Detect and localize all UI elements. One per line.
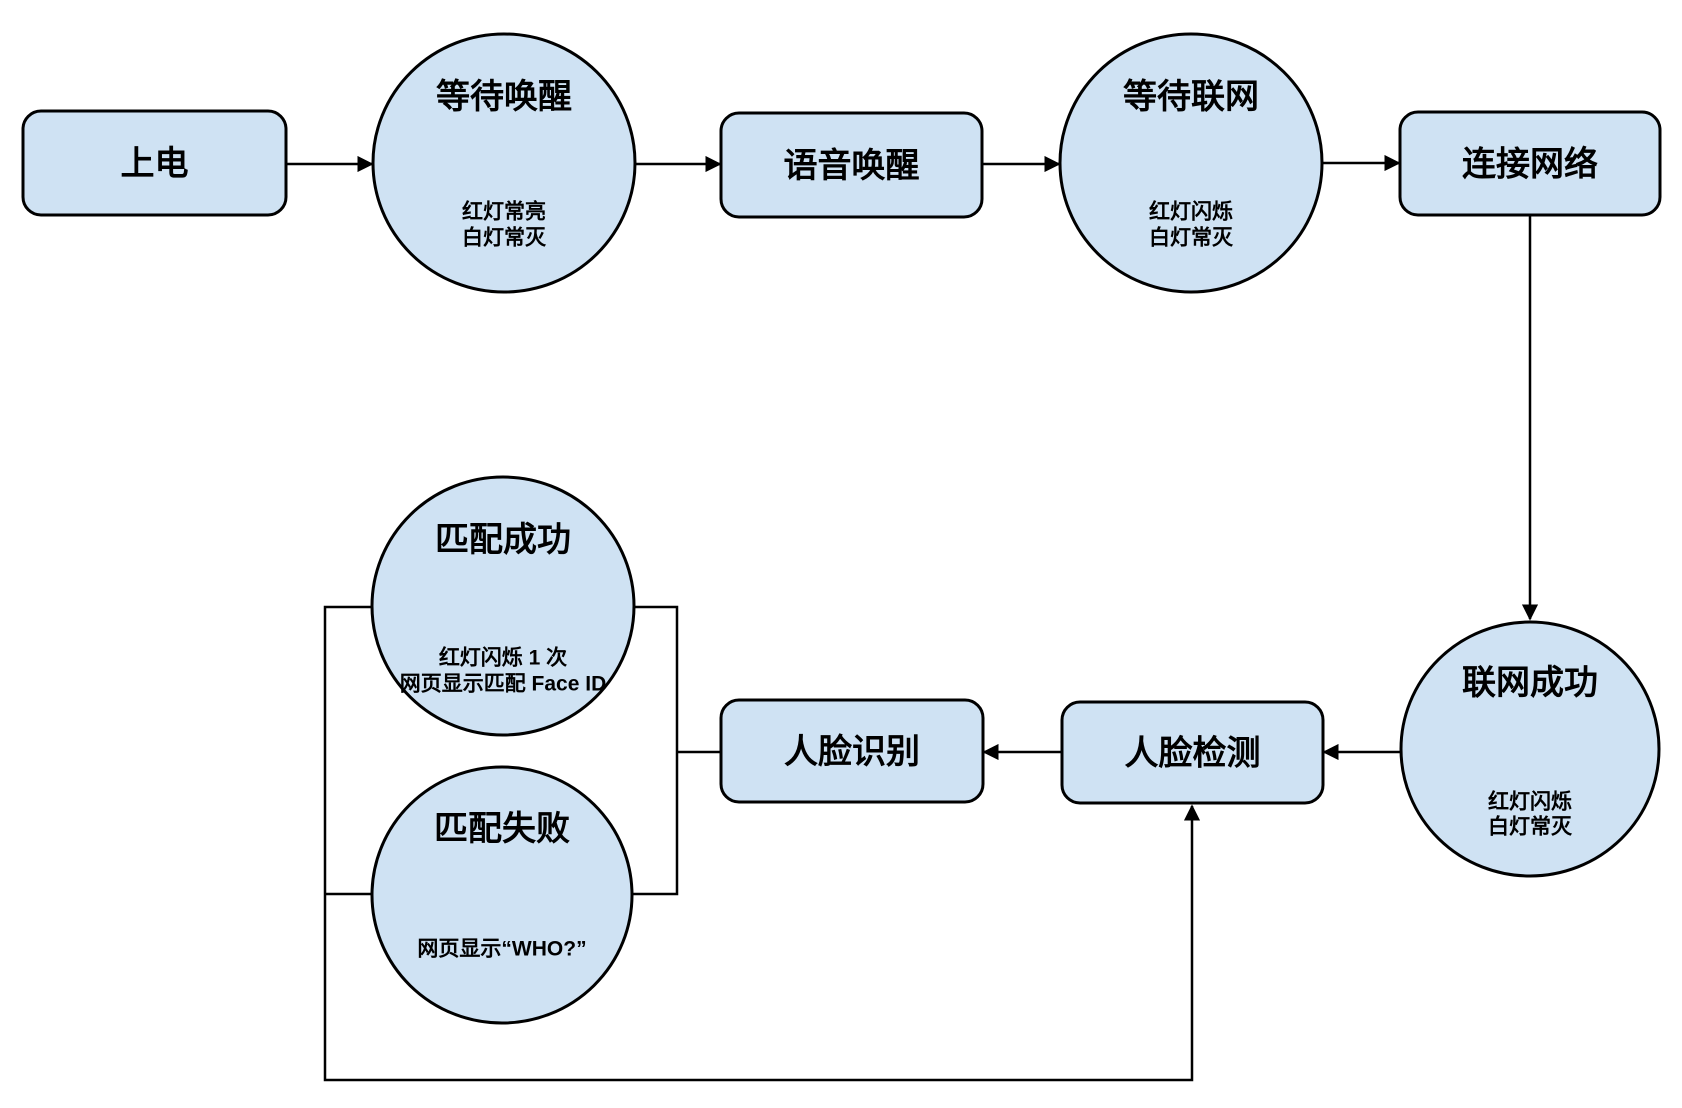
match-fail-shape bbox=[370, 765, 634, 1025]
net-ok-sublabel-1: 白灯常灭 bbox=[1488, 815, 1573, 839]
match-ok-label: 匹配成功 bbox=[435, 521, 571, 559]
node-face-detect: 人脸检测 bbox=[1060, 700, 1325, 805]
bracket-match-results-to-face-recog bbox=[632, 605, 679, 896]
node-face-recog: 人脸识别 bbox=[719, 698, 985, 804]
face-recog-label: 人脸识别 bbox=[784, 733, 920, 771]
wait-net-label: 等待联网 bbox=[1123, 78, 1259, 116]
wait-wake-sublabel-1: 白灯常灭 bbox=[462, 226, 547, 250]
net-ok-shape bbox=[1399, 620, 1661, 878]
wait-net-sublabel-0: 红灯闪烁 bbox=[1149, 200, 1233, 224]
face-detect-shape bbox=[1060, 700, 1325, 805]
wait-net-shape bbox=[1058, 32, 1324, 294]
match-ok-shape bbox=[370, 475, 636, 737]
node-power-on: 上电 bbox=[21, 109, 288, 217]
net-ok-sublabel-0: 红灯闪烁 bbox=[1488, 790, 1572, 814]
node-connect-net: 连接网络 bbox=[1398, 110, 1662, 217]
nodes-layer: 上电等待唤醒红灯常亮白灯常灭语音唤醒等待联网红灯闪烁白灯常灭连接网络联网成功红灯… bbox=[21, 32, 1662, 1025]
node-voice-wake: 语音唤醒 bbox=[719, 111, 984, 219]
voice-wake-label: 语音唤醒 bbox=[784, 147, 920, 185]
match-fail-sublabel-0: 网页显示“WHO?” bbox=[417, 938, 586, 961]
wait-wake-label: 等待唤醒 bbox=[436, 78, 572, 116]
wait-net-sublabel-1: 白灯常灭 bbox=[1149, 226, 1234, 250]
power-on-label: 上电 bbox=[121, 145, 189, 183]
match-fail-label: 匹配失败 bbox=[434, 810, 570, 848]
power-on-shape bbox=[21, 109, 288, 217]
net-ok-label: 联网成功 bbox=[1462, 664, 1598, 702]
face-recog-shape bbox=[719, 698, 985, 804]
edge-feedback-loop-to-face-detect bbox=[323, 605, 1201, 1082]
voice-wake-shape bbox=[719, 111, 984, 219]
face-detect-label: 人脸检测 bbox=[1125, 734, 1261, 773]
wait-wake-shape bbox=[371, 32, 637, 294]
match-ok-sublabel-0: 红灯闪烁 1 次 bbox=[439, 646, 567, 670]
match-ok-sublabel-1: 网页显示匹配 Face ID bbox=[400, 673, 607, 696]
connect-net-shape bbox=[1398, 110, 1662, 217]
connect-net-label: 连接网络 bbox=[1462, 145, 1598, 184]
wait-wake-sublabel-0: 红灯常亮 bbox=[462, 200, 546, 224]
edges-layer bbox=[286, 154, 1539, 1082]
